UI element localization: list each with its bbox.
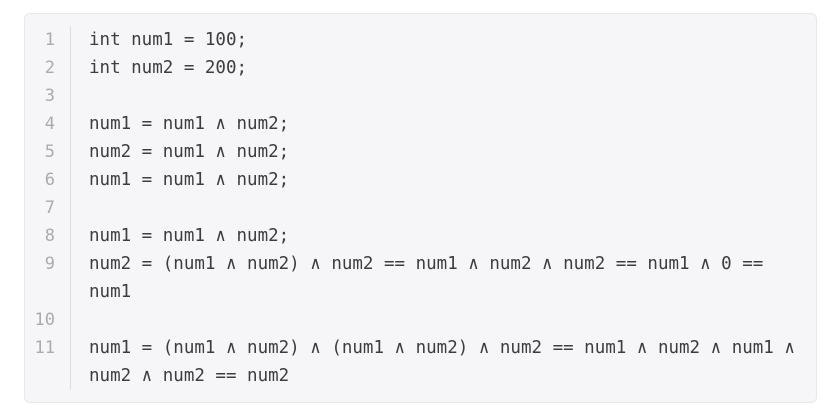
code-text	[71, 306, 805, 334]
line-number: 1	[25, 26, 71, 54]
code-line: 10	[25, 306, 816, 334]
line-number: 10	[25, 306, 71, 334]
code-text: num2 = (num1 ∧ num2) ∧ num2 == num1 ∧ nu…	[89, 254, 774, 302]
code-line: 7	[25, 194, 816, 222]
line-number: 5	[25, 138, 71, 166]
line-number: 7	[25, 194, 71, 222]
code-text: num1 = num1 ∧ num2;	[89, 170, 290, 190]
line-number: 6	[25, 166, 71, 194]
code-line: 6 num1 = num1 ∧ num2;	[25, 166, 816, 194]
code-text: num1 = num1 ∧ num2;	[89, 114, 290, 134]
code-text: int num1 = 100;	[89, 30, 248, 50]
code-line: 5 num2 = num1 ∧ num2;	[25, 138, 816, 166]
line-number: 11	[25, 334, 71, 390]
code-line: 3	[25, 82, 816, 110]
code-text: num2 = num1 ∧ num2;	[89, 142, 290, 162]
code-line: 4 num1 = num1 ∧ num2;	[25, 110, 816, 138]
code-line: 9 num2 = (num1 ∧ num2) ∧ num2 == num1 ∧ …	[25, 250, 816, 306]
code-text	[71, 194, 805, 222]
code-lines-container: 1 int num1 = 100; 2 int num2 = 200; 3 4 …	[25, 26, 816, 390]
line-number: 4	[25, 110, 71, 138]
code-line: 11 num1 = (num1 ∧ num2) ∧ (num1 ∧ num2) …	[25, 334, 816, 390]
code-text: num1 = num1 ∧ num2;	[89, 226, 290, 246]
code-text: int num2 = 200;	[89, 58, 248, 78]
code-text	[71, 82, 805, 110]
line-number: 9	[25, 250, 71, 306]
code-text: num1 = (num1 ∧ num2) ∧ (num1 ∧ num2) ∧ n…	[89, 338, 806, 386]
line-number: 2	[25, 54, 71, 82]
line-number: 8	[25, 222, 71, 250]
code-block: 1 int num1 = 100; 2 int num2 = 200; 3 4 …	[24, 13, 817, 403]
line-number: 3	[25, 82, 71, 110]
code-line: 2 int num2 = 200;	[25, 54, 816, 82]
code-line: 1 int num1 = 100;	[25, 26, 816, 54]
code-line: 8 num1 = num1 ∧ num2;	[25, 222, 816, 250]
